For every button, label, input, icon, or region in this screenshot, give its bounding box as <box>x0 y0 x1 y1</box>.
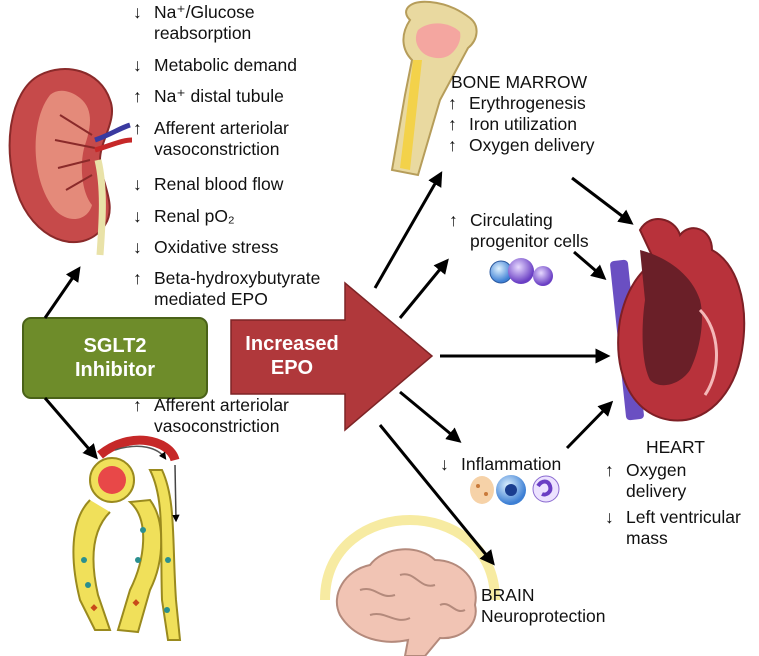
progenitor-text: ↑Circulating progenitor cells <box>449 210 589 251</box>
up-arrow-icon: ↑ <box>449 210 458 230</box>
arrow-inflammation-to-heart <box>565 400 614 450</box>
brain-block: BRAIN Neuroprotection <box>481 585 606 627</box>
heart-effect-oxygen: ↑Oxygen delivery <box>605 460 687 501</box>
arrow-progenitor-to-heart <box>573 250 607 280</box>
heart-title: HEART <box>646 437 705 457</box>
heart-illustration <box>610 218 746 422</box>
afferent-lower-text: ↑Afferent arteriolar vasoconstriction <box>133 395 289 436</box>
epo-label-line2: EPO <box>270 357 314 379</box>
sglt2-label: SGLT2 Inhibitor <box>23 334 207 382</box>
up-arrow-icon: ↑ <box>448 135 457 155</box>
brain-illustration <box>320 514 500 656</box>
up-arrow-icon: ↑ <box>448 93 457 113</box>
kidney-effect-renal-po2: ↓Renal pO₂ <box>133 206 235 226</box>
up-arrow-icon: ↑ <box>605 460 614 480</box>
up-arrow-icon: ↑ <box>133 118 142 138</box>
arrow-sglt2-to-nephron <box>43 397 98 460</box>
bone-marrow-block: BONE MARROW ↑Erythrogenesis ↑Iron utiliz… <box>448 72 594 156</box>
arrow-epo-to-progenitor <box>398 258 449 319</box>
kidney-effect-renal-flow: ↓Renal blood flow <box>133 174 284 194</box>
bone-marrow-item: ↑Oxygen delivery <box>448 135 595 155</box>
bone-marrow-item: ↑Iron utilization <box>448 114 577 134</box>
sglt2-box <box>22 317 208 399</box>
up-arrow-icon: ↑ <box>133 268 142 288</box>
inflammation-cells-illustration <box>470 475 560 505</box>
arrow-bone-marrow-to-heart <box>571 176 634 225</box>
brain-title: BRAIN <box>481 585 535 605</box>
up-arrow-icon: ↑ <box>133 395 142 415</box>
down-arrow-icon: ↓ <box>133 237 142 257</box>
up-arrow-icon: ↑ <box>448 114 457 134</box>
down-arrow-icon: ↓ <box>605 507 614 527</box>
heart-effect-lv-mass: ↓Left ventricular mass <box>605 507 741 548</box>
kidney-effect-na-glucose: ↓Na⁺/Glucose reabsorption <box>133 2 255 43</box>
kidney-effect-bhb: ↑Beta-hydroxybutyrate mediated EPO <box>133 268 321 309</box>
inflammation-text: ↓Inflammation <box>440 454 562 474</box>
nephron-illustration <box>72 435 182 641</box>
bone-marrow-item: ↑Erythrogenesis <box>448 93 586 113</box>
kidney-illustration <box>8 67 133 256</box>
arrow-epo-to-brain <box>378 424 495 566</box>
epo-label-line1: Increased <box>245 333 339 355</box>
up-arrow-icon: ↑ <box>133 86 142 106</box>
epo-label: Increased EPO <box>237 332 347 380</box>
down-arrow-icon: ↓ <box>133 55 142 75</box>
epo-arrow <box>230 281 434 432</box>
kidney-effect-oxidative: ↓Oxidative stress <box>133 237 279 257</box>
arrow-epo-to-inflammation <box>399 390 462 443</box>
flow-arrows <box>43 171 634 566</box>
progenitor-cells-illustration <box>489 258 553 286</box>
bone-illustration <box>390 0 478 177</box>
sglt2-label-line1: SGLT2 <box>83 335 147 357</box>
kidney-effect-afferent: ↑Afferent arteriolar vasoconstriction <box>133 118 289 159</box>
arrow-epo-to-bone-marrow <box>373 171 443 289</box>
sglt2-label-line2: Inhibitor <box>75 359 155 381</box>
down-arrow-icon: ↓ <box>440 454 449 474</box>
down-arrow-icon: ↓ <box>133 174 142 194</box>
bone-marrow-title: BONE MARROW <box>451 72 588 92</box>
down-arrow-icon: ↓ <box>133 2 142 22</box>
brain-subtitle: Neuroprotection <box>481 606 606 626</box>
kidney-effect-na-distal: ↑Na⁺ distal tubule <box>133 86 284 106</box>
kidney-effect-metabolic: ↓Metabolic demand <box>133 55 297 75</box>
down-arrow-icon: ↓ <box>133 206 142 226</box>
arrow-sglt2-to-kidney <box>43 266 81 319</box>
